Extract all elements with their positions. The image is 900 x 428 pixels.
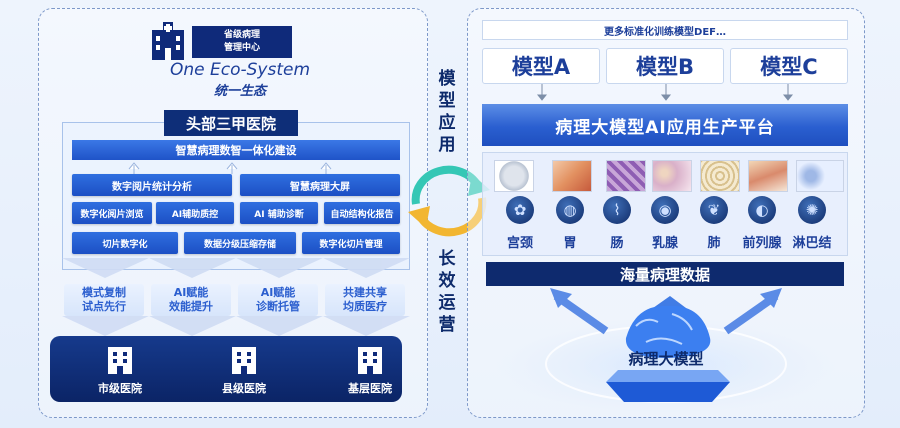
benefit-box: AI赋能 效能提升 (151, 284, 231, 316)
hospital-label: 市级医院 (98, 382, 142, 395)
data-bar: 海量病理数据 (486, 262, 844, 286)
organ-label: 胃 (563, 236, 577, 251)
center-title-line1: 省级病理 (223, 30, 260, 40)
module-button: 智慧病理大屏 (240, 174, 400, 196)
slide-thumbnail (796, 160, 844, 192)
organ-glyph-icon: ◉ (658, 201, 672, 219)
top-hospital-title: 头部三甲医院 (164, 110, 298, 136)
model-box: 模型B (606, 48, 724, 84)
module-button: 自动结构化报告 (324, 202, 400, 224)
organ-glyph-icon: ❦ (707, 201, 721, 219)
module-button: 数据分级压缩存储 (184, 232, 296, 254)
slide-thumbnail (606, 160, 646, 192)
organ-icon: ❦ (700, 196, 728, 224)
building-icon (358, 347, 382, 374)
more-models-bar: 更多标准化训练模型DEF… (482, 20, 848, 40)
model-core-graphic (496, 288, 836, 414)
organ-icon: ◉ (651, 196, 679, 224)
hospital-icon (152, 22, 184, 60)
label-model-application: 模型应用 (438, 69, 456, 155)
building-icon (108, 347, 132, 374)
hospital-item: 市级医院 (80, 344, 160, 398)
module-button: 数字阅片统计分析 (72, 174, 232, 196)
model-box: 模型A (482, 48, 600, 84)
module-button: 数字化切片管理 (302, 232, 400, 254)
module-button: AI 辅助诊断 (240, 202, 318, 224)
module-button: AI辅助质控 (156, 202, 234, 224)
hospital-item: 基层医院 (330, 344, 410, 398)
organ-glyph-icon: ⌇ (613, 201, 621, 219)
eco-system-cn: 统一生态 (213, 84, 266, 99)
slide-thumbnail (652, 160, 692, 192)
slide-thumbnail (552, 160, 592, 192)
hospital-label: 基层医院 (348, 382, 392, 395)
benefit-chevrons (62, 316, 410, 336)
organ-icon: ◍ (556, 196, 584, 224)
organ-label: 肠 (610, 236, 624, 251)
center-title-line2: 管理中心 (223, 43, 260, 53)
benefit-box: AI赋能 诊断托管 (238, 284, 318, 316)
eco-system-en: One Eco-System (169, 60, 311, 80)
hospital-item: 县级医院 (204, 344, 284, 398)
organ-icon: ✿ (506, 196, 534, 224)
organ-label: 淋巴结 (792, 236, 832, 251)
label-long-term-operation: 长效运营 (438, 249, 456, 335)
benefit-box: 共建共享 均质医疗 (325, 284, 405, 316)
organ-icon: ◐ (748, 196, 776, 224)
downward-chevrons (62, 258, 410, 278)
model-box: 模型C (730, 48, 848, 84)
benefit-box: 模式复制 试点先行 (64, 284, 144, 316)
hospital-label: 县级医院 (222, 382, 266, 395)
organ-label: 宫颈 (506, 236, 533, 251)
module-button: 数字化阅片浏览 (72, 202, 152, 224)
organ-label: 前列腺 (742, 236, 782, 251)
slide-thumbnail (494, 160, 534, 192)
up-arrows (128, 162, 332, 174)
building-icon (232, 347, 256, 374)
organ-glyph-icon: ◐ (755, 201, 769, 219)
organ-icon: ⌇ (603, 196, 631, 224)
organ-glyph-icon: ✺ (805, 201, 819, 219)
organ-glyph-icon: ◍ (563, 201, 577, 219)
core-model-label: 病理大模型 (628, 350, 704, 368)
slide-thumbnail (700, 160, 740, 192)
provincial-center-logo: 省级病理 管理中心 (150, 20, 298, 60)
organ-glyph-icon: ✿ (513, 201, 527, 219)
organ-label: 肺 (707, 236, 721, 251)
center-title: 省级病理 管理中心 (192, 26, 292, 58)
ai-platform-bar: 病理大模型AI应用生产平台 (482, 104, 848, 146)
model-down-arrows (536, 84, 794, 101)
organ-label: 乳腺 (651, 236, 678, 251)
platform-bar: 智慧病理数智一体化建设 (72, 140, 400, 160)
module-button: 切片数字化 (72, 232, 178, 254)
slide-thumbnail (748, 160, 788, 192)
organ-icon: ✺ (798, 196, 826, 224)
